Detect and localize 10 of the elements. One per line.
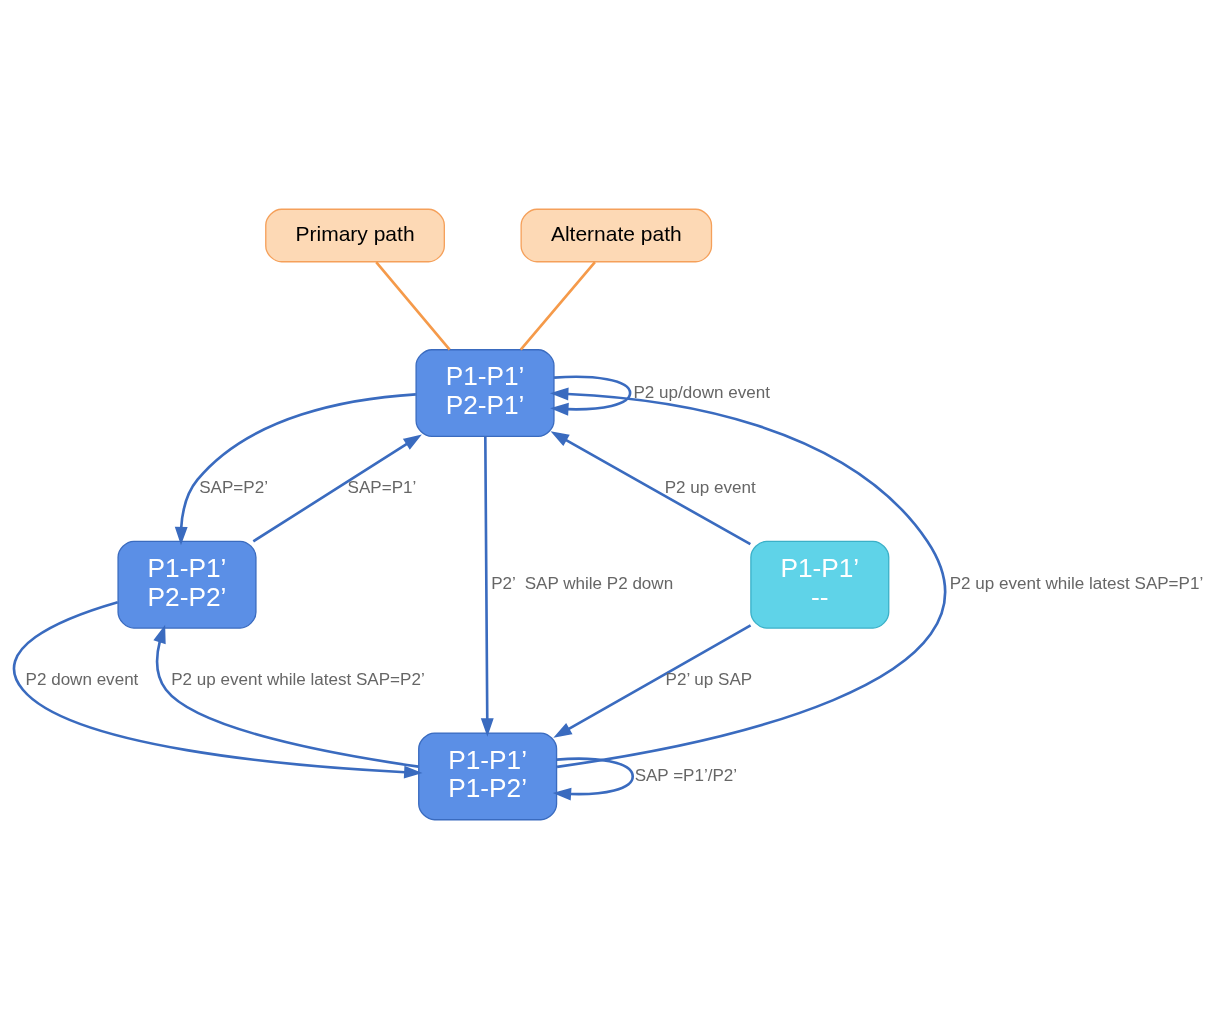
edge-label: P2’ SAP while P2 down <box>491 573 674 593</box>
edge-label: P2 up/down event <box>633 382 770 402</box>
edge-label: SAP=P1’ <box>347 477 417 497</box>
edge-label: P2’ up SAP <box>665 669 753 689</box>
edge-label: P2 up event while latest SAP=P2’ <box>171 669 425 689</box>
edge-label: P2 down event <box>25 669 139 689</box>
edge-label: SAP =P1’/P2’ <box>634 765 738 785</box>
edge-label: P2 up event <box>664 477 756 497</box>
edge-label: P2 up event while latest SAP=P1’ <box>949 573 1204 593</box>
edge-label: SAP=P2’ <box>199 477 268 497</box>
